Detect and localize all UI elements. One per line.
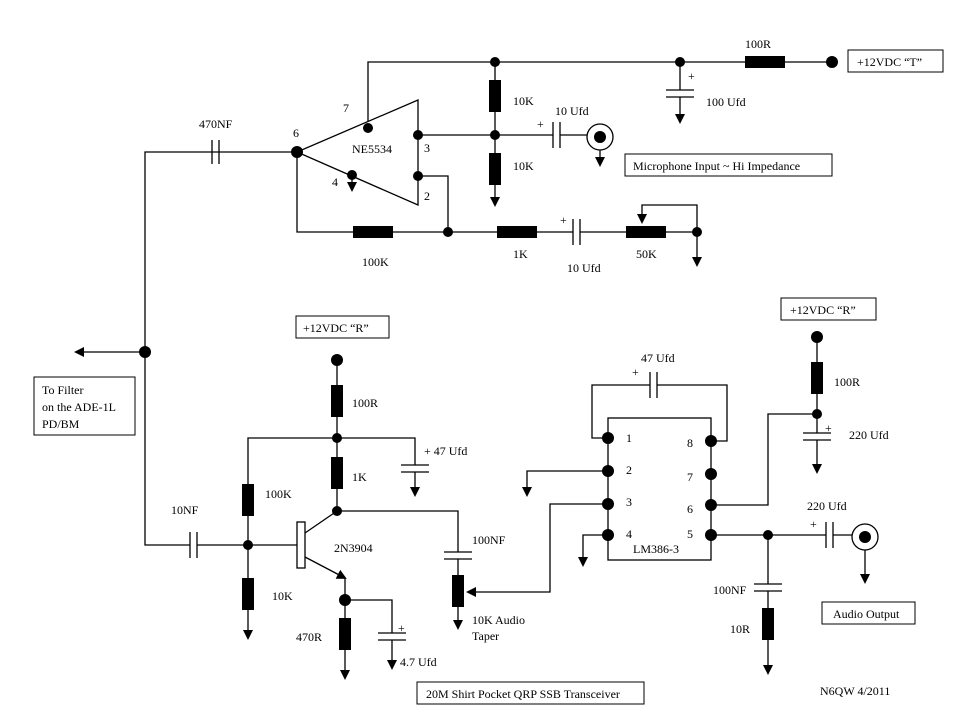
pin-label: 2 bbox=[424, 189, 430, 203]
rx-supply-box bbox=[295, 315, 390, 339]
mic-preamp-section: 100R +12VDC “T” + 100 Ufd 10K 10K + 10 U… bbox=[144, 37, 944, 546]
label-220u-out: 220 Ufd bbox=[807, 499, 847, 513]
label-100k-feedback: 100K bbox=[362, 255, 389, 269]
tx-supply-terminal bbox=[826, 56, 838, 68]
pin-label: 3 bbox=[424, 141, 430, 155]
label-10k-base: 10K bbox=[272, 589, 293, 603]
resistor-10k-bottom bbox=[489, 153, 501, 185]
pot-50k bbox=[626, 226, 666, 238]
label-100r-pre: 100R bbox=[352, 396, 378, 410]
resistor-100r-amp bbox=[811, 362, 823, 394]
plus-sign: + bbox=[537, 117, 544, 131]
label-to-filter: PD/BM bbox=[42, 417, 80, 431]
pin-label: 5 bbox=[687, 527, 693, 541]
pin-label: 2 bbox=[626, 463, 632, 477]
op-amp-ne5534 bbox=[295, 99, 419, 206]
plus-sign: + bbox=[398, 621, 405, 635]
pin-label: 6 bbox=[687, 502, 693, 516]
label-100u: 100 Ufd bbox=[706, 95, 746, 109]
plus-sign: + bbox=[632, 365, 639, 379]
ground-arrow bbox=[522, 470, 608, 497]
pin-label: 4 bbox=[626, 527, 632, 541]
plus-sign: + bbox=[560, 213, 567, 227]
tx-supply-box bbox=[847, 49, 944, 73]
audio-amp-section: LM386-3 1 2 3 4 8 7 6 5 + 47 Ufd +12VDC … bbox=[522, 297, 916, 675]
resistor-10r-zobel bbox=[762, 608, 774, 640]
tx-supply-rail bbox=[367, 61, 832, 125]
to-filter-box bbox=[33, 376, 136, 436]
label-ne5534: NE5534 bbox=[352, 142, 392, 156]
label-470nf: 470NF bbox=[199, 117, 233, 131]
volume-wiper bbox=[466, 503, 608, 597]
resistor-100r-tx bbox=[745, 56, 785, 68]
resistor-100r-pre bbox=[331, 385, 343, 417]
label-10u-gain: 10 Ufd bbox=[567, 261, 601, 275]
pin-label: 4 bbox=[332, 175, 338, 189]
pin-label: 7 bbox=[343, 101, 349, 115]
ic-lm386 bbox=[607, 417, 712, 561]
label-50k: 50K bbox=[636, 247, 657, 261]
label-audio-output: Audio Output bbox=[833, 607, 900, 621]
label-10u-mic: 10 Ufd bbox=[555, 104, 589, 118]
pot-10k-audio[interactable] bbox=[452, 575, 464, 607]
resistor-10k-base bbox=[242, 578, 254, 610]
resistor-470r bbox=[339, 618, 351, 650]
label-470r: 470R bbox=[296, 630, 322, 644]
transistor-emitter bbox=[304, 556, 347, 579]
title-box bbox=[416, 681, 645, 705]
resistor-1k-collector bbox=[331, 457, 343, 489]
label-10k-bottom: 10K bbox=[513, 159, 534, 173]
transistor-2n3904 bbox=[296, 521, 306, 569]
label-10r-zobel: 10R bbox=[730, 622, 750, 636]
label-2n3904: 2N3904 bbox=[334, 541, 373, 555]
label-100r-amp: 100R bbox=[834, 375, 860, 389]
mic-input-box bbox=[624, 153, 833, 177]
label-220u-bypass: 220 Ufd bbox=[849, 428, 889, 442]
resistor-100k-feedback bbox=[353, 226, 393, 238]
amp-supply-box bbox=[780, 297, 877, 321]
label-100nf-vol: 100NF bbox=[472, 533, 506, 547]
pin-label: 8 bbox=[687, 436, 693, 450]
pin-label: 1 bbox=[626, 431, 632, 445]
label-10nf: 10NF bbox=[171, 503, 199, 517]
ground-arrow bbox=[578, 534, 608, 567]
transistor-collector bbox=[304, 510, 338, 534]
label-to-filter: To Filter bbox=[42, 383, 84, 397]
resistor-1k-gain bbox=[497, 226, 537, 238]
label-lm386: LM386-3 bbox=[633, 542, 679, 556]
plus-sign: + bbox=[825, 421, 832, 435]
plus-sign: + bbox=[688, 69, 695, 83]
label-47u-gain: 47 Ufd bbox=[641, 351, 675, 365]
label-10k-top: 10K bbox=[513, 94, 534, 108]
resistor-10k-top bbox=[489, 80, 501, 112]
label-to-filter: on the ADE-1L bbox=[42, 400, 116, 414]
label-tx-supply: +12VDC “T” bbox=[857, 55, 922, 69]
label-mic-input: Microphone Input ~ Hi Impedance bbox=[633, 159, 800, 173]
label-100nf-zobel: 100NF bbox=[713, 583, 747, 597]
filter-connection: To Filter on the ADE-1L PD/BM bbox=[33, 346, 151, 436]
label-10k-audio: 10K Audio bbox=[472, 613, 525, 627]
author-credit: N6QW 4/2011 bbox=[820, 684, 890, 698]
audio-output-box bbox=[821, 601, 916, 625]
diagram-title: 20M Shirt Pocket QRP SSB Transceiver bbox=[426, 687, 620, 701]
label-amp-supply: +12VDC “R” bbox=[790, 303, 856, 317]
label-100r-tx: 100R bbox=[745, 37, 771, 51]
label-taper: Taper bbox=[472, 629, 499, 643]
plus-sign: + bbox=[810, 517, 817, 531]
pot-wiper bbox=[637, 204, 698, 232]
resistor-100k-base bbox=[242, 484, 254, 516]
label-47u-pre: + 47 Ufd bbox=[424, 444, 467, 458]
label-rx-supply: +12VDC “R” bbox=[303, 321, 369, 335]
label-1k-gain: 1K bbox=[513, 247, 528, 261]
label-100k-base: 100K bbox=[265, 487, 292, 501]
label-4u7: 4.7 Ufd bbox=[400, 655, 437, 669]
rx-preamp-section: +12VDC “R” 100R + 47 Ufd 1K 100K 10NF 10… bbox=[171, 315, 608, 680]
pin-label: 7 bbox=[687, 470, 693, 484]
pin-label: 3 bbox=[626, 495, 632, 509]
label-1k-collector: 1K bbox=[352, 470, 367, 484]
pin-label: 6 bbox=[293, 126, 299, 140]
